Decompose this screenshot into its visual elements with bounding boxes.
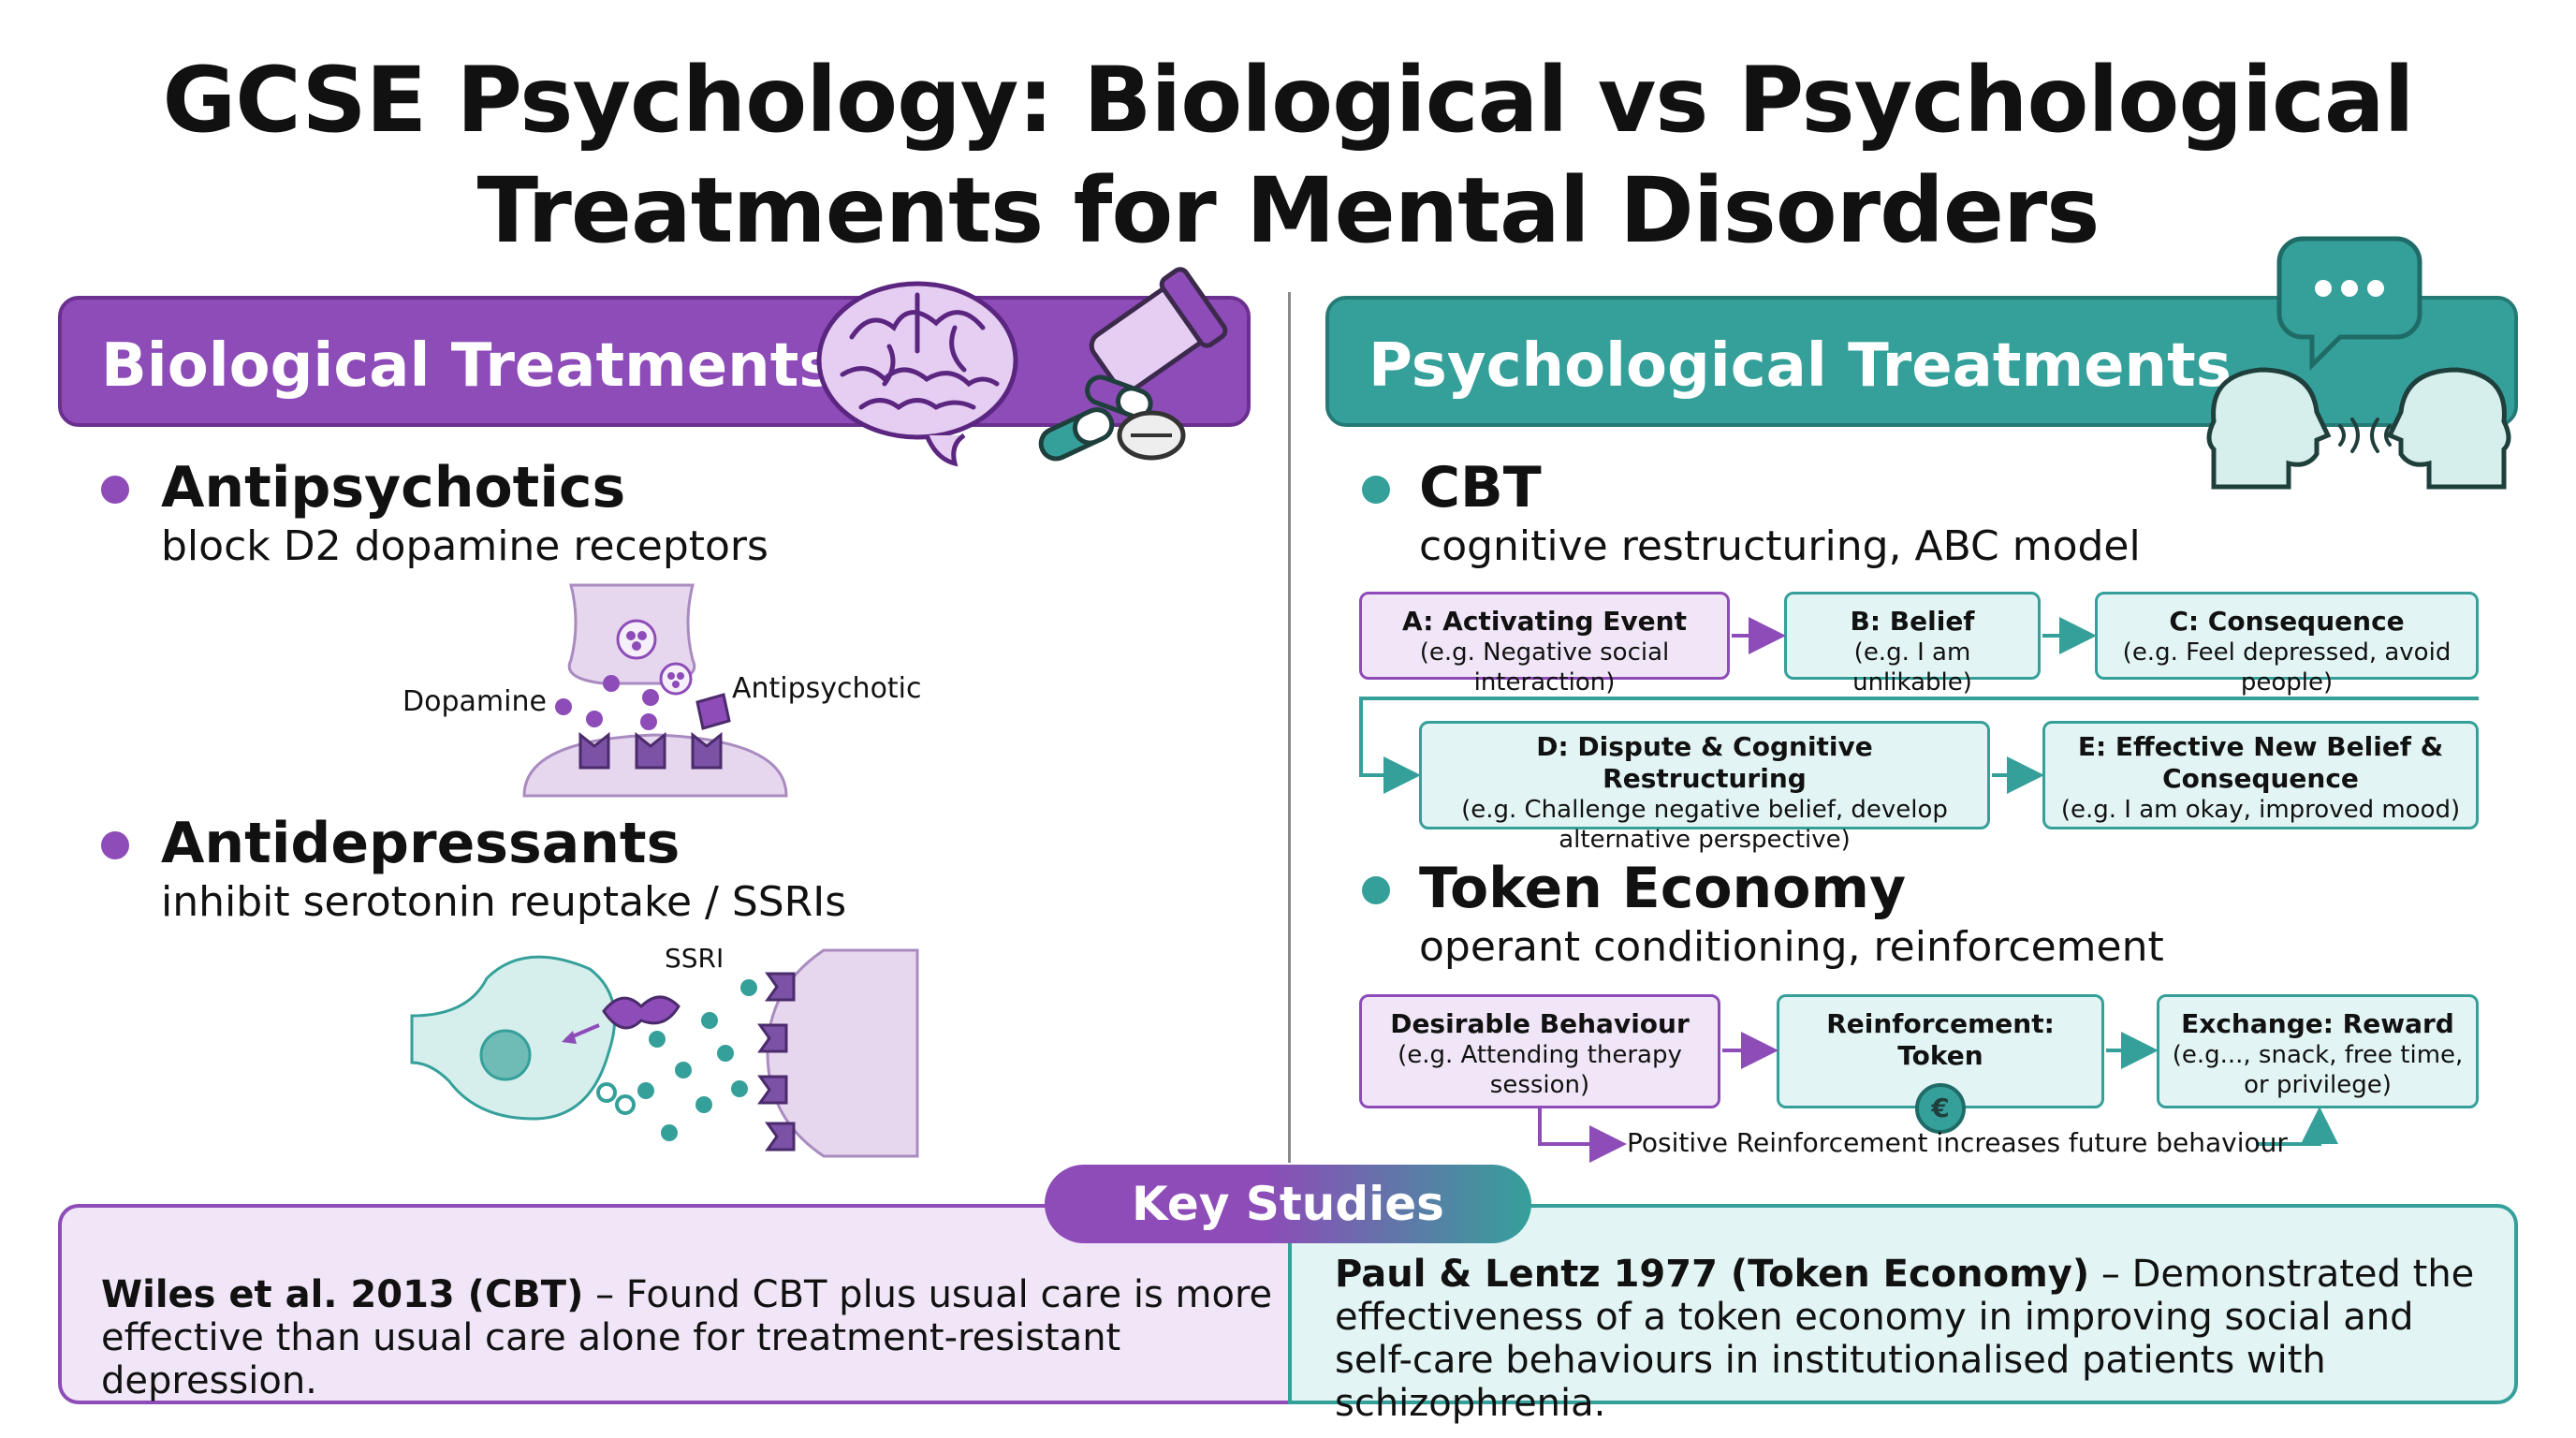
cbt-box-d-detail: (e.g. Challenge negative belief, develop… xyxy=(1461,796,1948,854)
token-economy-heading: Token Economy xyxy=(1419,856,1907,921)
biological-banner-title: Biological Treatments xyxy=(101,331,835,401)
dopamine-label: Dopamine xyxy=(402,685,547,718)
cbt-box-b-title: B: Belief xyxy=(1850,606,1975,637)
cbt-box-a: A: Activating Event (e.g. Negative socia… xyxy=(1359,592,1730,697)
cbt-box-e-title: E: Effective New Belief & Consequence xyxy=(2077,731,2444,794)
key-study-wiles-text: Wiles et al. 2013 (CBT) – Found CBT plus… xyxy=(101,1273,1290,1402)
cbt-box-c-detail: (e.g. Feel depressed, avoid people) xyxy=(2122,638,2452,697)
key-studies-label: Key Studies xyxy=(1045,1165,1531,1243)
antipsychotics-subtext: block D2 dopamine receptors xyxy=(161,522,768,570)
cbt-box-a-detail: (e.g. Negative social interaction) xyxy=(1419,638,1670,697)
cbt-box-a-title: A: Activating Event xyxy=(1402,606,1687,637)
token-box-exchange: Exchange: Reward (e.g..., snack, free ti… xyxy=(2157,994,2479,1108)
token-box-behaviour: Desirable Behaviour (e.g. Attending ther… xyxy=(1359,994,1720,1108)
speech-bubble-icon xyxy=(2276,236,2422,372)
cbt-heading: CBT xyxy=(1419,455,1542,521)
title-line-1: GCSE Psychology: Biological vs Psycholog… xyxy=(162,48,2414,153)
antipsychotics-bullet xyxy=(101,476,129,504)
token-economy-bullet xyxy=(1362,876,1390,904)
tablet-icon xyxy=(1117,410,1186,461)
key-study-paul-lentz-finding: – Demonstrated the effectiveness of a to… xyxy=(1335,1253,2475,1425)
key-study-paul-lentz-text: Paul & Lentz 1977 (Token Economy) – Demo… xyxy=(1335,1253,2496,1425)
key-study-wiles-name: Wiles et al. 2013 (CBT) xyxy=(101,1273,584,1316)
antidepressants-subtext: inhibit serotonin reuptake / SSRIs xyxy=(161,878,847,926)
antidepressants-bullet xyxy=(101,831,129,859)
token-box-reinforcement-title: Reinforcement: Token xyxy=(1826,1008,2055,1071)
cbt-subtext: cognitive restructuring, ABC model xyxy=(1419,522,2141,570)
capsule-icon xyxy=(1038,374,1153,462)
token-box-exchange-title: Exchange: Reward xyxy=(2181,1008,2454,1039)
ssri-label: SSRI xyxy=(665,943,724,974)
antidepressants-heading: Antidepressants xyxy=(161,811,681,876)
cbt-box-c: C: Consequence (e.g. Feel depressed, avo… xyxy=(2095,592,2479,697)
pill-bottle-icon xyxy=(1089,267,1228,394)
cbt-box-e: E: Effective New Belief & Consequence (e… xyxy=(2042,721,2479,829)
cbt-box-b-detail: (e.g. I am unlikable) xyxy=(1852,638,1972,697)
cbt-box-d: D: Dispute & Cognitive Restructuring (e.… xyxy=(1419,721,1990,854)
brain-icon xyxy=(816,281,1018,467)
cbt-box-e-detail: (e.g. I am okay, improved mood) xyxy=(2060,796,2461,824)
key-study-wiles-finding: – Found CBT plus usual care is more effe… xyxy=(101,1273,1273,1402)
cbt-box-d-title: D: Dispute & Cognitive Restructuring xyxy=(1536,731,1873,794)
key-study-wiles: Wiles et al. 2013 (CBT) – Found CBT plus… xyxy=(58,1204,1290,1404)
biological-banner: Biological Treatments xyxy=(58,296,1251,427)
token-economy-subtext: operant conditioning, reinforcement xyxy=(1419,923,2164,971)
token-box-behaviour-detail: (e.g. Attending therapy session) xyxy=(1398,1041,1682,1099)
token-box-exchange-detail: (e.g..., snack, free time, or privilege) xyxy=(2172,1041,2464,1099)
title-line-2: Treatments for Mental Disorders xyxy=(476,158,2100,263)
cbt-box-c-title: C: Consequence xyxy=(2169,606,2405,637)
column-divider xyxy=(1288,292,1291,1163)
page-title: GCSE Psychology: Biological vs Psycholog… xyxy=(0,45,2576,266)
token-box-reinforcement: Reinforcement: Token € xyxy=(1777,994,2104,1134)
cbt-bullet xyxy=(1362,476,1390,504)
token-coin-icon: € xyxy=(1915,1083,1966,1134)
token-feedback-label: Positive Reinforcement increases future … xyxy=(1627,1127,2288,1158)
token-box-behaviour-title: Desirable Behaviour xyxy=(1390,1008,1690,1039)
two-heads-talking-icon xyxy=(2206,367,2511,490)
psychological-banner-title: Psychological Treatments xyxy=(1368,331,2232,401)
antipsychotic-label: Antipsychotic xyxy=(732,672,922,705)
dopamine-synapse-diagram xyxy=(522,583,788,798)
cbt-box-b: B: Belief (e.g. I am unlikable) xyxy=(1784,592,2041,697)
key-study-paul-lentz-name: Paul & Lentz 1977 (Token Economy) xyxy=(1335,1253,2090,1296)
serotonin-synapse-diagram xyxy=(410,948,919,1158)
antipsychotics-heading: Antipsychotics xyxy=(161,455,626,521)
key-study-paul-lentz: Paul & Lentz 1977 (Token Economy) – Demo… xyxy=(1288,1204,2518,1425)
token-coin-symbol: € xyxy=(1931,1093,1950,1123)
